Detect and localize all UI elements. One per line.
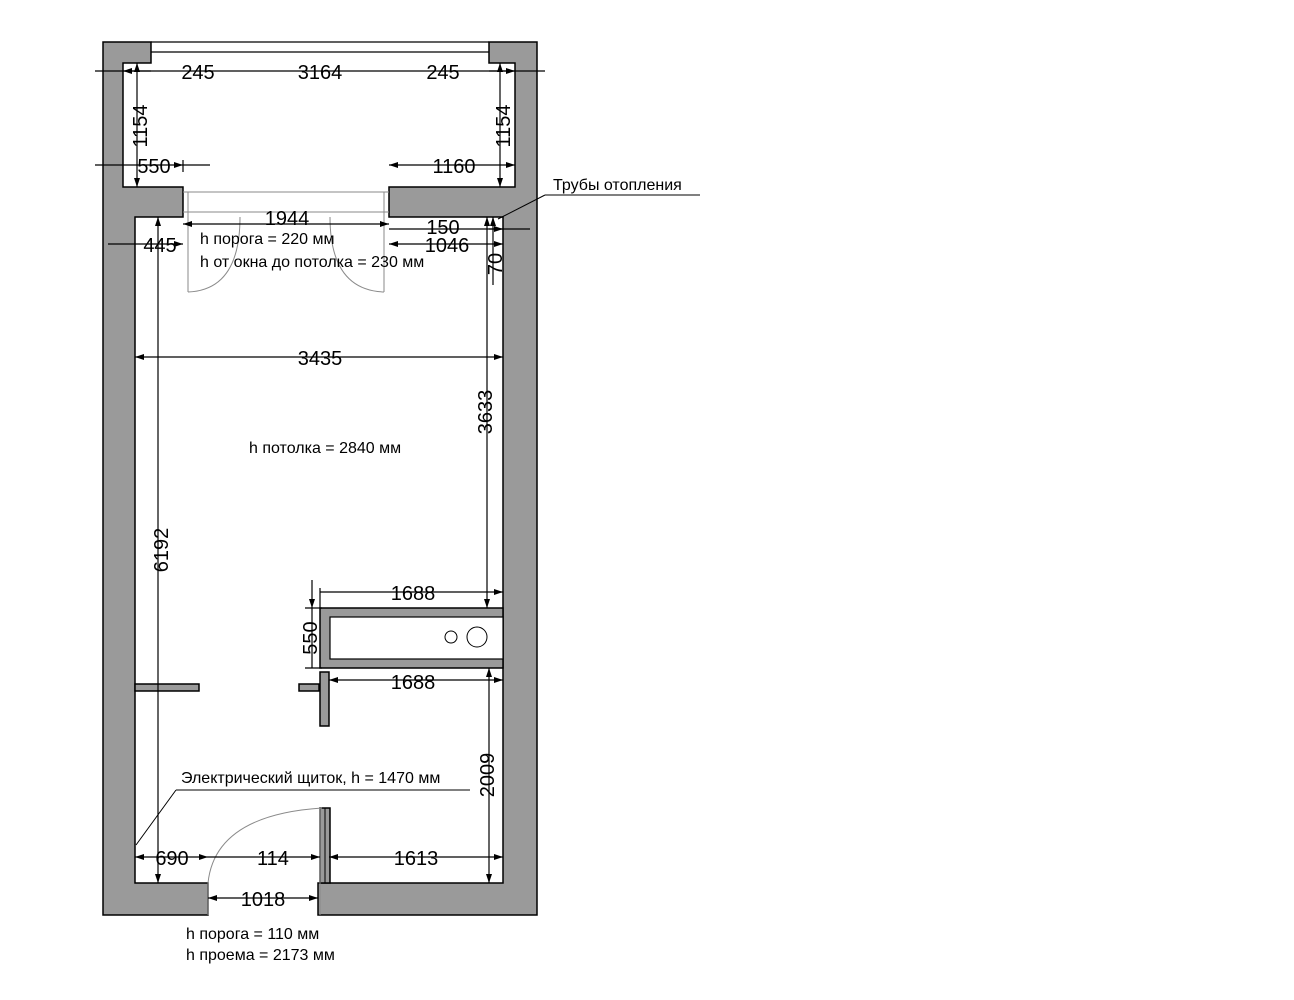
note-ceiling-height: h потолка = 2840 мм [249,440,401,457]
dim-kitchen-depth: 550 [300,621,322,654]
note-window-threshold: h порога = 220 мм [200,231,334,248]
balcony-door [183,191,389,293]
dim-window-width: 1944 [265,208,310,230]
dim-wall-to-kitchen: 3633 [475,390,497,435]
dim-window-right-offset: 1046 [425,235,470,257]
dimension-lines [95,63,700,901]
notes: h порога = 220 мм h от окна до потолка =… [181,177,682,964]
note-heating-pipes: Трубы отопления [553,177,682,194]
dim-kitchen-length-top: 1688 [391,583,436,605]
dim-pipes-width: 150 [426,217,459,239]
kitchen-counter [319,607,504,669]
dim-room-length: 6192 [151,528,173,573]
dim-entry-to-kitchen: 2009 [477,753,499,798]
note-door-threshold: h порога = 110 мм [186,926,319,943]
dim-balcony-depth-right: 1154 [493,104,515,147]
dim-balcony-left-wall: 550 [137,156,170,178]
dim-entry-right: 1613 [394,848,439,870]
dim-balcony-width: 3164 [298,62,343,84]
dim-entry-door-width: 1018 [241,889,286,911]
balcony [151,41,489,53]
dim-entry-wall: 114 [257,848,289,870]
dim-entry-left: 690 [155,848,188,870]
dim-pipes-depth: 70 [485,253,507,275]
dim-balcony-left-offset: 245 [181,62,214,84]
dimension-labels: 245 3164 245 1154 1154 550 1160 1944 445… [130,62,515,911]
stove-burner-small [444,630,458,644]
dim-room-width: 3435 [298,348,343,370]
dim-window-left-offset: 445 [143,235,176,257]
dim-balcony-depth-left: 1154 [130,104,152,147]
note-window-to-ceiling: h от окна до потолка = 230 мм [200,254,424,271]
note-electric-panel: Электрический щиток, h = 1470 мм [181,770,440,787]
dim-balcony-right-wall: 1160 [432,156,475,178]
partition-stubs [134,671,331,884]
dim-balcony-right-offset: 245 [426,62,459,84]
stove-burner-large [466,626,488,648]
note-door-opening: h проема = 2173 мм [186,947,335,964]
dim-kitchen-length-bottom: 1688 [391,672,436,694]
